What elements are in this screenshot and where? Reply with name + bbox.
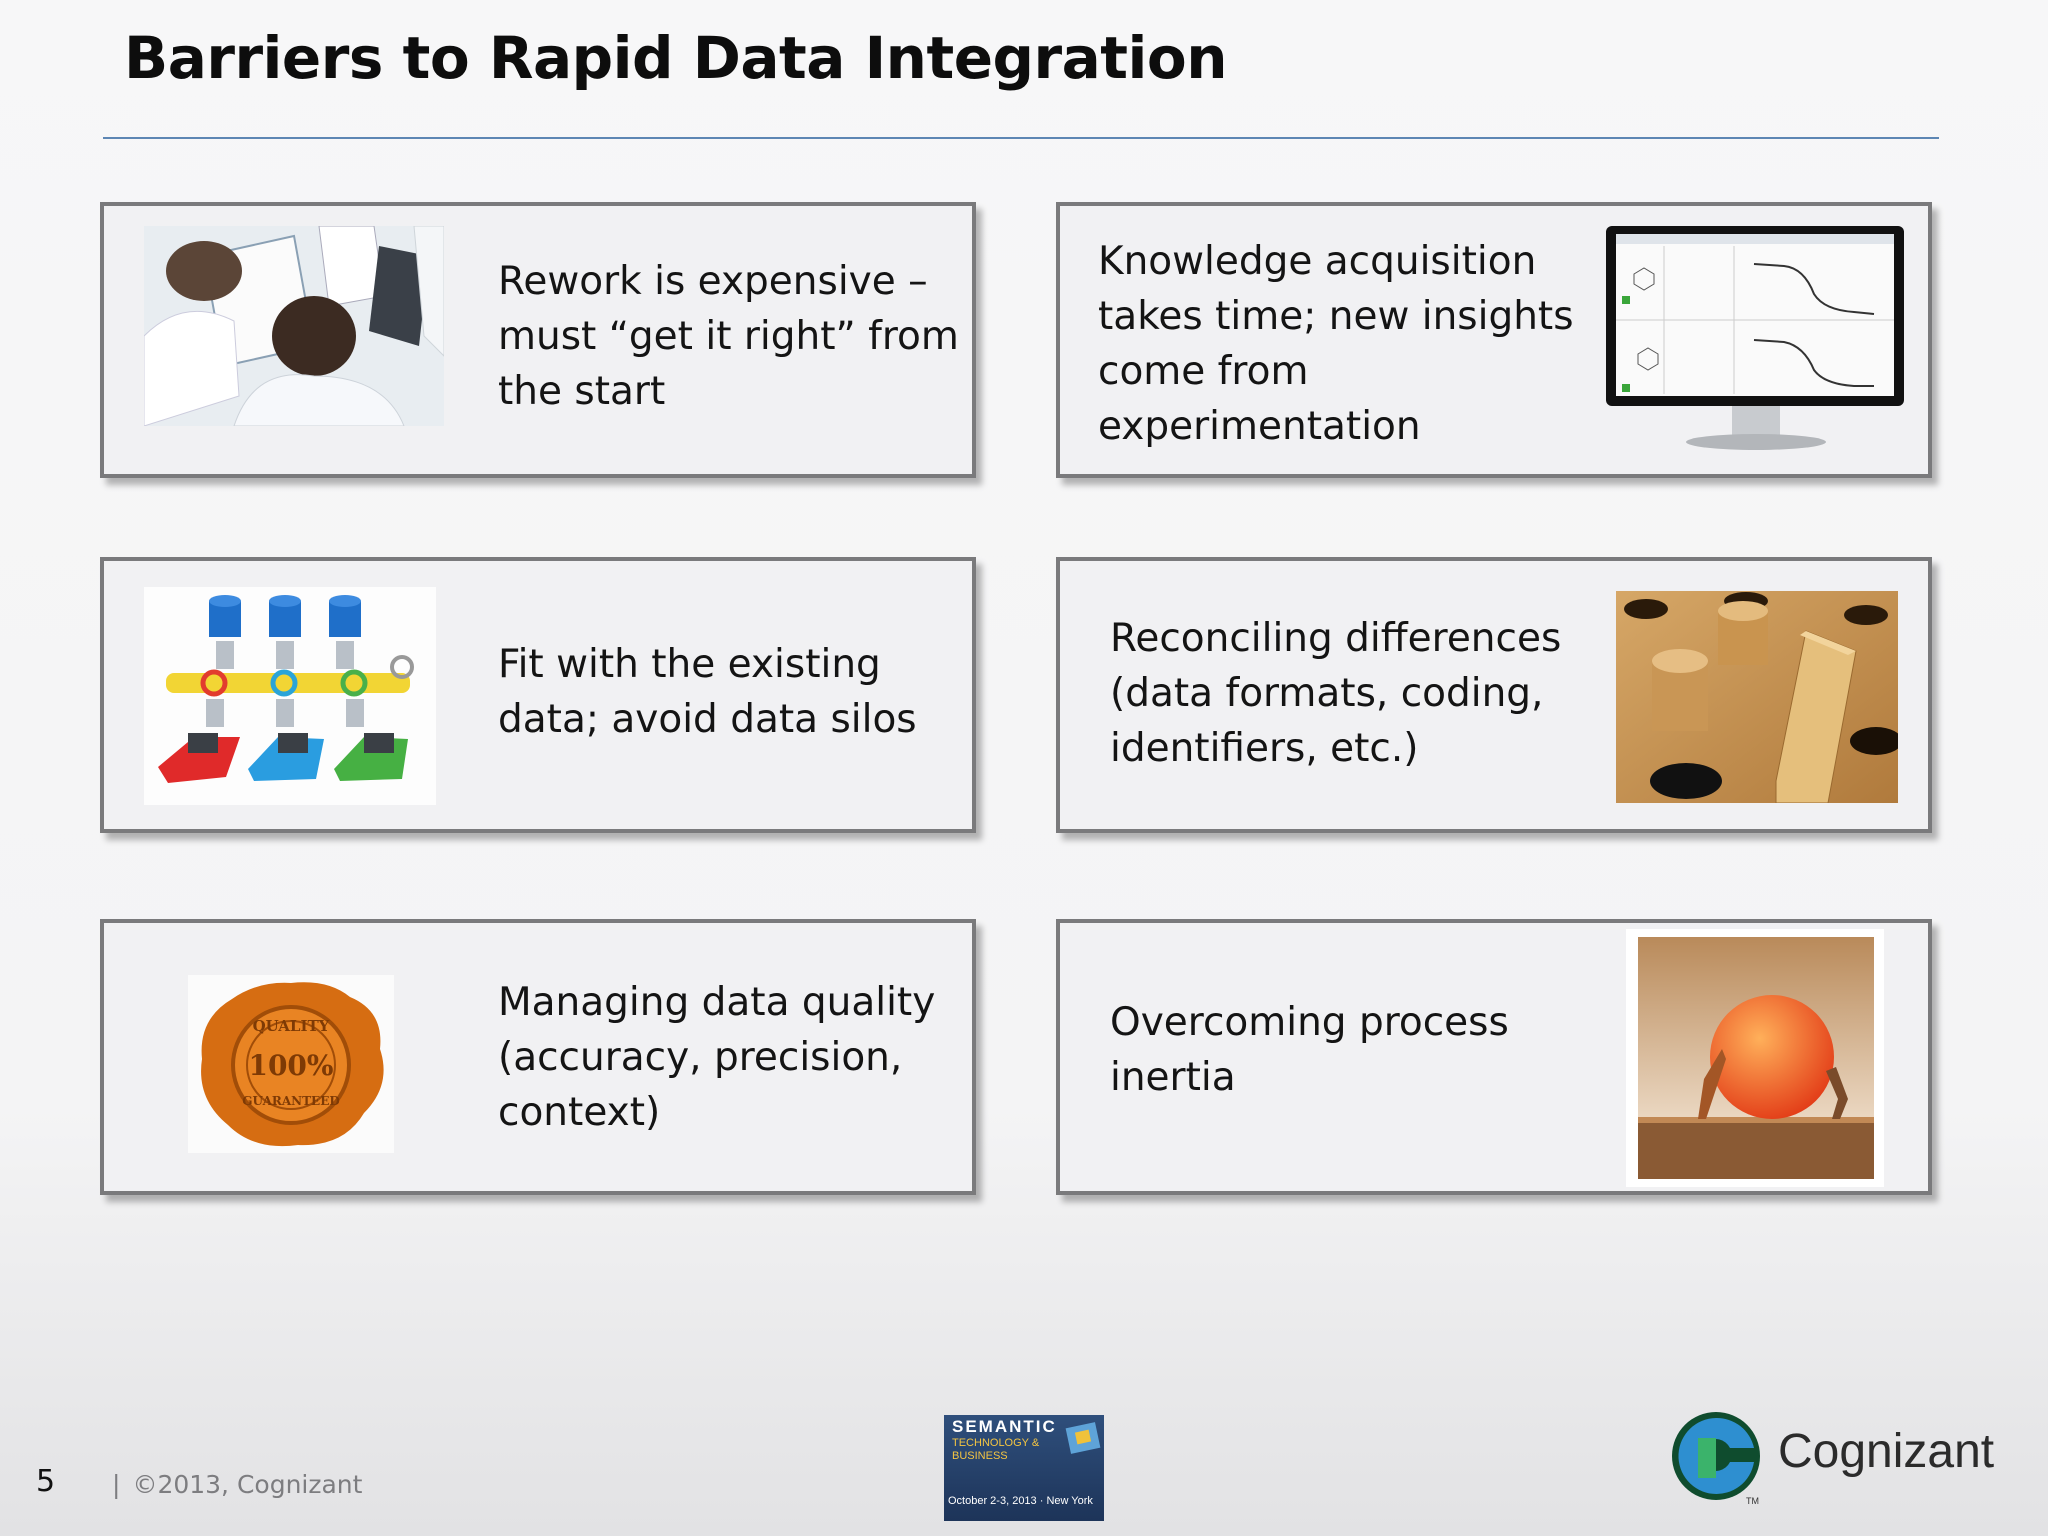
pushing-ball-uphill xyxy=(1626,929,1884,1187)
card-rework: Rework is expensive – must “get it right… xyxy=(100,202,976,478)
card-line: inertia xyxy=(1110,1055,1236,1100)
event-logo-line1: SEMANTIC xyxy=(952,1417,1057,1436)
monitor-with-charts xyxy=(1604,224,1908,456)
card-line: identifiers, etc.) xyxy=(1110,726,1419,771)
card-line: Knowledge acquisition xyxy=(1098,239,1537,284)
card-line: experimentation xyxy=(1098,404,1421,449)
card-text: Knowledge acquisition takes time; new in… xyxy=(1098,234,1574,454)
card-line: Managing data quality xyxy=(498,980,936,1025)
page-number: 5 xyxy=(36,1464,56,1499)
card-line: (accuracy, precision, xyxy=(498,1035,903,1080)
seal-bottom-text: GUARANTEED xyxy=(242,1094,340,1108)
card-line: Rework is expensive – xyxy=(498,259,928,304)
title-rule xyxy=(103,137,1939,139)
card-line: Fit with the existing xyxy=(498,642,881,687)
copyright: | ©2013, Cognizant xyxy=(112,1470,362,1499)
cognizant-logo-text: Cognizant xyxy=(1778,1425,1995,1478)
business-meeting-photo xyxy=(144,226,444,426)
card-line: context) xyxy=(498,1090,661,1135)
card-line: takes time; new insights xyxy=(1098,294,1574,339)
card-text: Reconciling differences (data formats, c… xyxy=(1110,611,1561,776)
square-peg-round-hole xyxy=(1616,591,1898,803)
footer-separator: | xyxy=(112,1470,121,1499)
card-reconciling: Reconciling differences (data formats, c… xyxy=(1056,557,1932,833)
card-knowledge: Knowledge acquisition takes time; new in… xyxy=(1056,202,1932,478)
card-line: data; avoid data silos xyxy=(498,697,917,742)
card-text: Fit with the existing data; avoid data s… xyxy=(498,637,917,747)
event-logo-line2b: BUSINESS xyxy=(952,1450,1008,1462)
cognizant-logo-mark: TM xyxy=(1668,1408,1764,1508)
event-logo-line2a: TECHNOLOGY & xyxy=(952,1437,1040,1449)
databases-to-laptops-diagram xyxy=(144,587,436,805)
card-line: Overcoming process xyxy=(1110,1000,1509,1045)
copyright-text: ©2013, Cognizant xyxy=(132,1470,363,1499)
seal-top-text: QUALITY xyxy=(253,1017,330,1035)
card-inertia: Overcoming process inertia xyxy=(1056,919,1932,1195)
tm-mark: TM xyxy=(1746,1496,1759,1506)
event-logo: SEMANTIC TECHNOLOGY & BUSINESS October 2… xyxy=(944,1415,1104,1521)
card-line: must “get it right” from xyxy=(498,314,959,359)
event-logo-line2: TECHNOLOGY & BUSINESS xyxy=(952,1437,1039,1463)
card-fit: Fit with the existing data; avoid data s… xyxy=(100,557,976,833)
card-line: Reconciling differences xyxy=(1110,616,1562,661)
card-line: (data formats, coding, xyxy=(1110,671,1544,716)
quality-seal: QUALITY 100% GUARANTEED xyxy=(188,975,394,1153)
card-text: Rework is expensive – must “get it right… xyxy=(498,254,959,419)
card-line: come from xyxy=(1098,349,1309,394)
slide-title: Barriers to Rapid Data Integration xyxy=(124,24,1228,92)
seal-mid-text: 100% xyxy=(248,1049,333,1082)
card-quality: QUALITY 100% GUARANTEED Managing data qu… xyxy=(100,919,976,1195)
card-text: Overcoming process inertia xyxy=(1110,995,1509,1105)
card-text: Managing data quality (accuracy, precisi… xyxy=(498,975,935,1140)
card-line: the start xyxy=(498,369,666,414)
event-logo-dates: October 2-3, 2013 · New York xyxy=(948,1495,1093,1507)
